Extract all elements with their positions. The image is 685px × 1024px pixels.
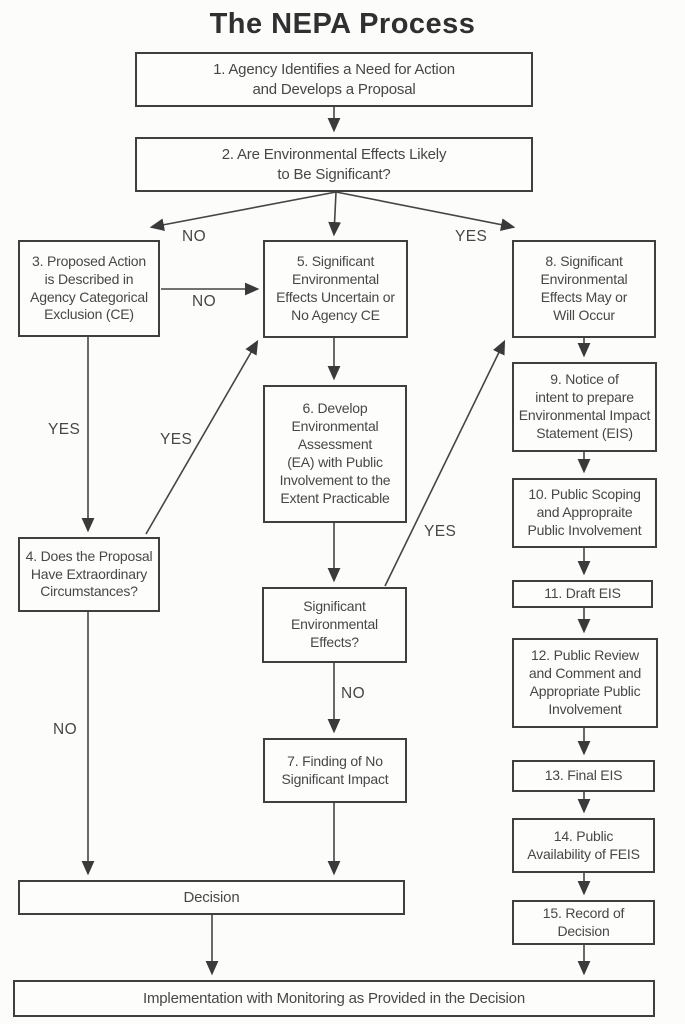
node-decision: Decision: [18, 880, 405, 915]
edge-label-no-see-to-7: NO: [341, 685, 366, 702]
node-8-effects-may-occur: 8. Significant Environmental Effects May…: [512, 240, 656, 338]
node-10-public-scoping: 10. Public Scoping and Appropraite Publi…: [512, 478, 657, 548]
node-4-extraordinary-circumstances: 4. Does the Proposal Have Extraordinary …: [18, 537, 160, 612]
node-15-record-of-decision: 15. Record of Decision: [512, 900, 655, 945]
node-12-public-review: 12. Public Review and Comment and Approp…: [512, 638, 658, 728]
node-1-identify-need: 1. Agency Identifies a Need for Action a…: [135, 52, 533, 107]
edge-label-yes-2-to-8: YES: [455, 228, 488, 245]
edge-label-yes-4-to-5: YES: [160, 431, 193, 448]
node-7-fonsi: 7. Finding of No Significant Impact: [263, 738, 407, 803]
node-implementation: Implementation with Monitoring as Provid…: [13, 980, 655, 1017]
node-9-notice-of-intent: 9. Notice of intent to prepare Environme…: [512, 362, 657, 452]
node-3-categorical-exclusion: 3. Proposed Action is Described in Agenc…: [18, 240, 160, 337]
node-14-availability-feis: 14. Public Availability of FEIS: [512, 818, 655, 873]
diagram-title: The NEPA Process: [209, 8, 476, 40]
edge-label-yes-3-to-4: YES: [48, 421, 81, 438]
node-6-develop-ea: 6. Develop Environmental Assessment (EA)…: [263, 385, 407, 523]
node-significant-effects-question: Significant Environmental Effects?: [262, 587, 407, 663]
edge-label-no-4-to-decision: NO: [53, 721, 78, 738]
edge-label-no-2-to-3: NO: [182, 228, 207, 245]
edge-label-no-3-to-5: NO: [192, 293, 217, 310]
node-13-final-eis: 13. Final EIS: [512, 760, 655, 792]
node-5-effects-uncertain: 5. Significant Environmental Effects Unc…: [263, 240, 408, 338]
node-11-draft-eis: 11. Draft EIS: [512, 580, 653, 608]
edge-label-yes-see-to-8: YES: [424, 523, 457, 540]
node-2-effects-significant: 2. Are Environmental Effects Likely to B…: [135, 137, 533, 192]
